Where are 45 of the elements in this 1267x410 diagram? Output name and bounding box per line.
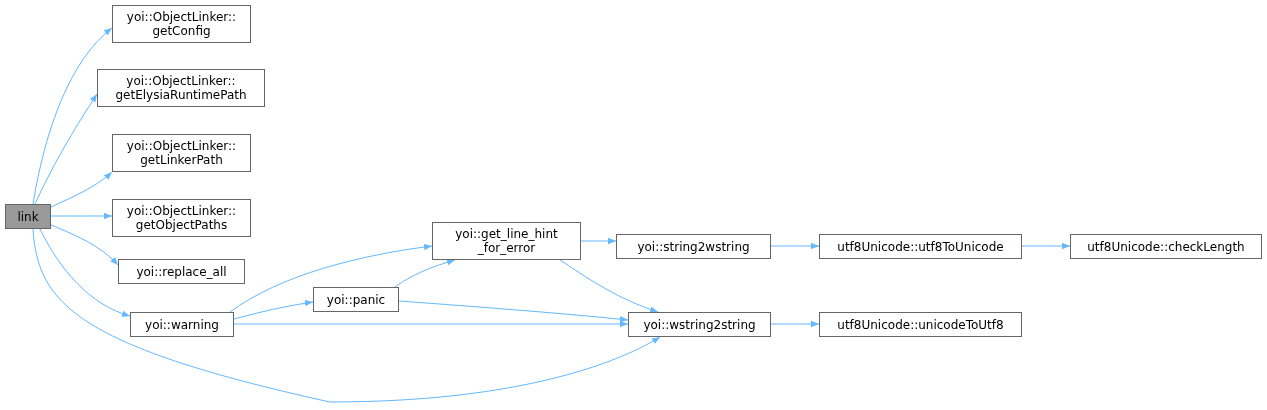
function-box: [112, 199, 251, 237]
function-box: [130, 312, 234, 337]
function-box: [97, 69, 265, 107]
function-box: [313, 287, 399, 312]
function-box: [819, 234, 1022, 259]
arrow: [39, 228, 131, 317]
arrow: [233, 300, 314, 320]
function-name: yoi::ObjectLinker:: getObjectPaths: [125, 204, 238, 232]
arrow: [770, 242, 820, 250]
selected-function-box: [5, 204, 51, 229]
function-name: utf8Unicode::unicodeToUtf8: [837, 317, 1004, 332]
function-name: yoi::ObjectLinker:: getLinkerPath: [125, 139, 238, 167]
arrow: [50, 212, 113, 220]
arrow: [394, 259, 456, 288]
function-box: [819, 312, 1022, 337]
arrow: [1021, 242, 1071, 250]
arrow: [34, 93, 98, 205]
function-box: [628, 312, 771, 337]
function-name: yoi::ObjectLinker:: getConfig: [125, 10, 238, 38]
function-name: yoi::wstring2string: [643, 317, 756, 332]
arrow: [233, 320, 629, 328]
function-name: yoi::warning: [145, 317, 219, 332]
function-name: utf8Unicode::checkLength: [1087, 239, 1245, 254]
arrow: [229, 243, 433, 313]
function-name: utf8Unicode::utf8ToUnicode: [837, 239, 1004, 254]
function-box: [616, 234, 771, 259]
function-name: yoi::string2wstring: [637, 239, 750, 254]
function-box: [118, 259, 245, 284]
arrow: [50, 224, 119, 266]
arrow: [398, 300, 629, 323]
function-box: [112, 5, 251, 43]
arrow: [32, 228, 661, 403]
arrow: [32, 27, 113, 205]
arrow: [559, 259, 659, 313]
function-name: yoi::get_line_hint _for_error: [454, 227, 559, 255]
function-name: link: [17, 209, 39, 224]
arrow: [580, 237, 617, 245]
function-name: yoi::ObjectLinker:: getElysiaRuntimePath: [114, 74, 248, 102]
function-name: yoi::panic: [326, 292, 386, 307]
arrow: [770, 320, 820, 328]
function-box: [112, 134, 251, 172]
function-name: yoi::replace_all: [136, 264, 227, 279]
function-box: [1070, 234, 1262, 259]
function-box: [432, 222, 581, 260]
arrow: [50, 171, 113, 208]
